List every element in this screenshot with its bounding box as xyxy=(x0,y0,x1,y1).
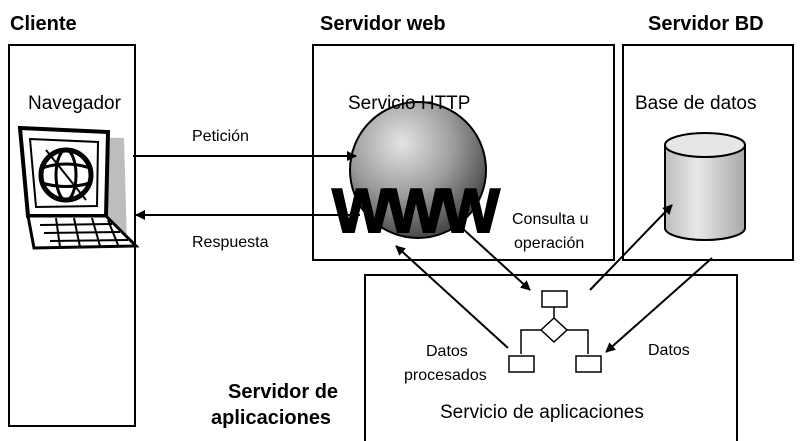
db-server-header: Servidor BD xyxy=(648,13,764,35)
datos-procesados-label-line1: Datos xyxy=(426,343,468,360)
web-server-box xyxy=(312,44,615,261)
consulta-arrow xyxy=(589,204,673,291)
client-header: Cliente xyxy=(10,13,77,35)
consulta-label-line1: Consulta u xyxy=(512,211,589,228)
database-cylinder-icon xyxy=(664,132,746,241)
www-globe-icon: WWW xyxy=(331,101,505,247)
navegador-label: Navegador xyxy=(28,93,121,114)
consulta-label-line2: operación xyxy=(514,235,585,252)
web-to-app-arrow xyxy=(461,227,531,291)
web-server-header: Servidor web xyxy=(320,13,446,35)
db-server-box xyxy=(622,44,794,261)
datos-arrow xyxy=(605,257,713,353)
datos-procesados-arrow xyxy=(395,245,509,349)
flowchart-icon xyxy=(508,290,602,373)
app-server-header-line1: Servidor de xyxy=(228,381,339,403)
peticion-label: Petición xyxy=(192,128,249,145)
respuesta-label: Respuesta xyxy=(192,234,269,251)
client-box xyxy=(8,44,136,427)
servicio-http-label: Servicio HTTP xyxy=(348,93,471,114)
datos-label: Datos xyxy=(648,342,690,359)
base-de-datos-label: Base de datos xyxy=(635,93,757,114)
www-text: WWW xyxy=(332,177,500,246)
servicio-aplicaciones-label: Servicio de aplicaciones xyxy=(440,402,644,423)
app-server-box xyxy=(364,274,738,441)
computer-with-globe-icon xyxy=(17,125,140,250)
datos-procesados-label-line2: procesados xyxy=(404,367,487,384)
app-server-header-line2: aplicaciones xyxy=(211,407,332,429)
